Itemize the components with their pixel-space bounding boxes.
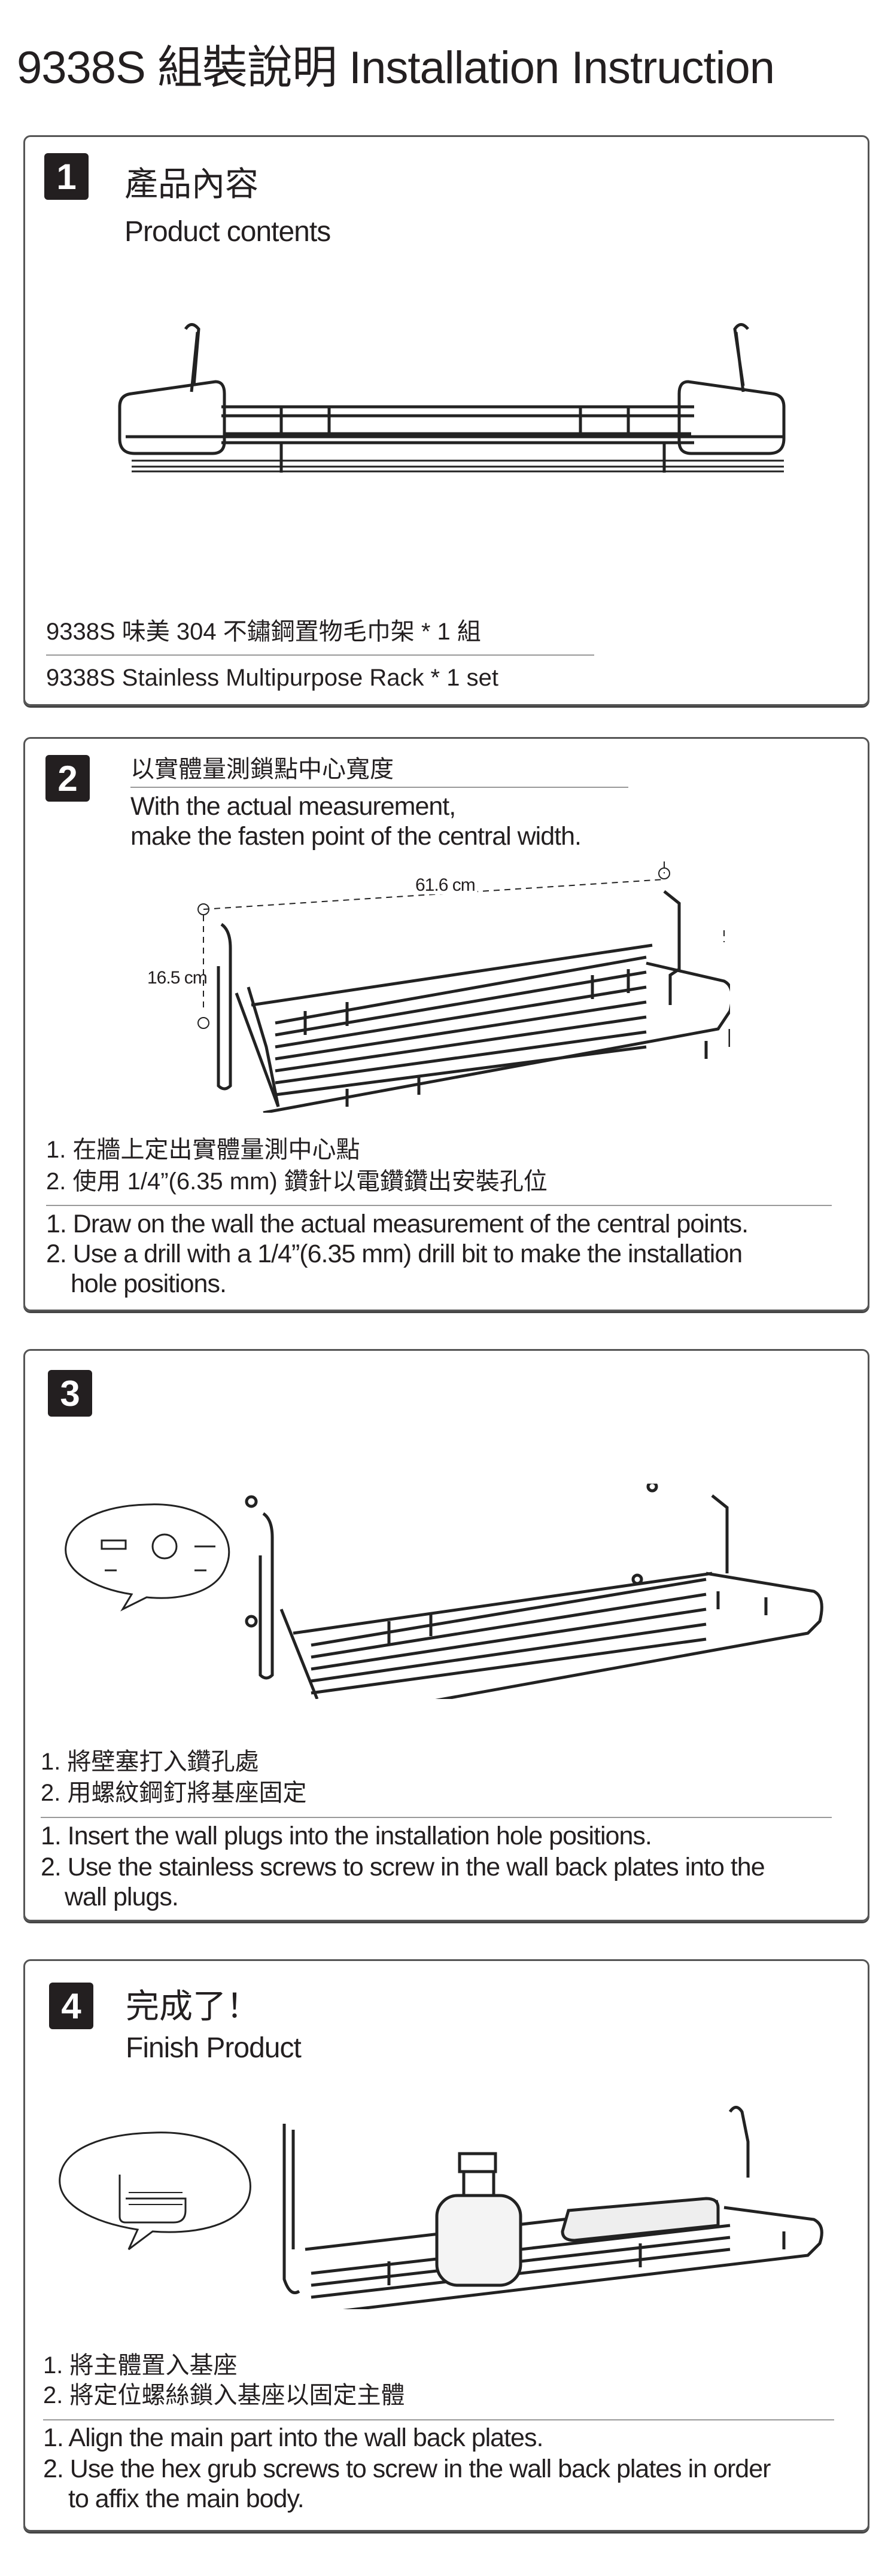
step-4-heading-en: Finish Product — [126, 2032, 302, 2064]
step-4-panel — [23, 1959, 869, 2532]
step-3-badge: 3 — [48, 1370, 92, 1417]
step-4-badge: 4 — [49, 1983, 93, 2029]
step-4-en-2: 2. Use the hex grub screws to screw in t… — [43, 2455, 771, 2483]
step-4-en-3: to affix the main body. — [68, 2484, 305, 2513]
step-1-badge: 1 — [44, 153, 89, 200]
divider — [46, 1205, 832, 1206]
step-3-zh-2: 2. 用螺紋鋼釘將基座固定 — [41, 1780, 307, 1806]
step-2-en-2: 2. Use a drill with a 1/4”(6.35 mm) dril… — [46, 1240, 743, 1268]
step-2-heading-en-2: make the fasten point of the central wid… — [130, 822, 582, 851]
step-3-en-2: 2. Use the stainless screws to screw in … — [41, 1853, 765, 1881]
divider — [46, 654, 594, 656]
step-2-en-1: 1. Draw on the wall the actual measureme… — [46, 1210, 749, 1238]
divider — [130, 787, 628, 788]
wall-plug-install-diagram — [245, 1484, 823, 1699]
step-1-heading-en: Product contents — [124, 216, 331, 248]
step-4-heading-zh: 完成了！ — [126, 1987, 260, 2025]
step-4-zh-2: 2. 將定位螺絲鎖入基座以固定主體 — [43, 2382, 405, 2408]
step-1-item-zh: 9338S 味美 304 不鏽鋼置物毛巾架 * 1 組 — [46, 619, 481, 645]
step-2-heading-zh: 以實體量測鎖點中心寬度 — [130, 756, 394, 782]
measurement-diagram — [197, 861, 730, 1113]
wall-plug-detail-icon — [65, 1503, 230, 1612]
step-2-badge: 2 — [45, 755, 90, 802]
step-3-panel — [23, 1349, 869, 1922]
divider — [43, 2419, 834, 2420]
step-3-en-1: 1. Insert the wall plugs into the instal… — [41, 1822, 652, 1850]
step-4-en-1: 1. Align the main part into the wall bac… — [43, 2423, 543, 2452]
step-2-zh-1: 1. 在牆上定出實體量測中心點 — [46, 1137, 360, 1163]
step-1-heading-zh: 產品內容 — [124, 165, 259, 203]
mounting-detail-icon — [59, 2132, 251, 2251]
step-2-panel — [23, 737, 869, 1311]
step-2-width-label: 61.6 cm — [413, 876, 478, 894]
step-1-panel — [23, 135, 869, 706]
page-title: 9338S 組裝說明 Installation Instruction — [17, 42, 775, 93]
rack-product-illustration — [118, 323, 786, 473]
step-2-zh-2: 2. 使用 1/4”(6.35 mm) 鑽針以電鑽鑽出安裝孔位 — [46, 1168, 548, 1195]
divider — [41, 1817, 832, 1818]
step-3-zh-1: 1. 將壁塞打入鑽孔處 — [41, 1749, 259, 1775]
step-2-height-label: 16.5 cm — [147, 968, 208, 988]
step-3-en-3: wall plugs. — [65, 1883, 179, 1911]
step-4-zh-1: 1. 將主體置入基座 — [43, 2352, 238, 2379]
step-2-heading-en-1: With the actual measurement, — [130, 792, 456, 821]
finished-rack-illustration — [282, 2106, 823, 2309]
step-1-item-en: 9338S Stainless Multipurpose Rack * 1 se… — [46, 665, 498, 691]
step-2-en-3: hole positions. — [71, 1269, 227, 1298]
